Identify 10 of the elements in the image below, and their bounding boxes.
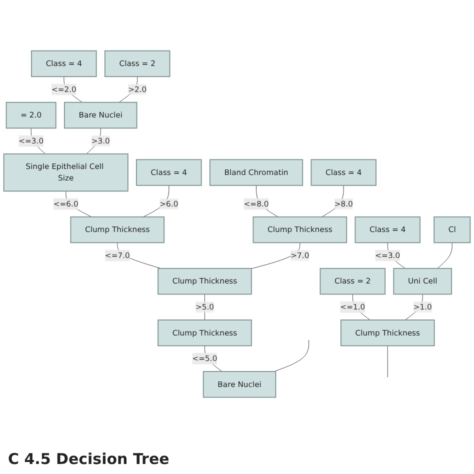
connector — [387, 345, 388, 378]
connector — [118, 76, 138, 103]
connector — [251, 242, 300, 269]
connector — [322, 185, 344, 218]
diagram-title: C 4.5 Decision Tree — [7, 449, 170, 470]
connector — [404, 294, 423, 320]
connector — [437, 242, 452, 269]
connector — [142, 185, 170, 218]
connector — [86, 128, 101, 154]
connector — [274, 340, 310, 372]
